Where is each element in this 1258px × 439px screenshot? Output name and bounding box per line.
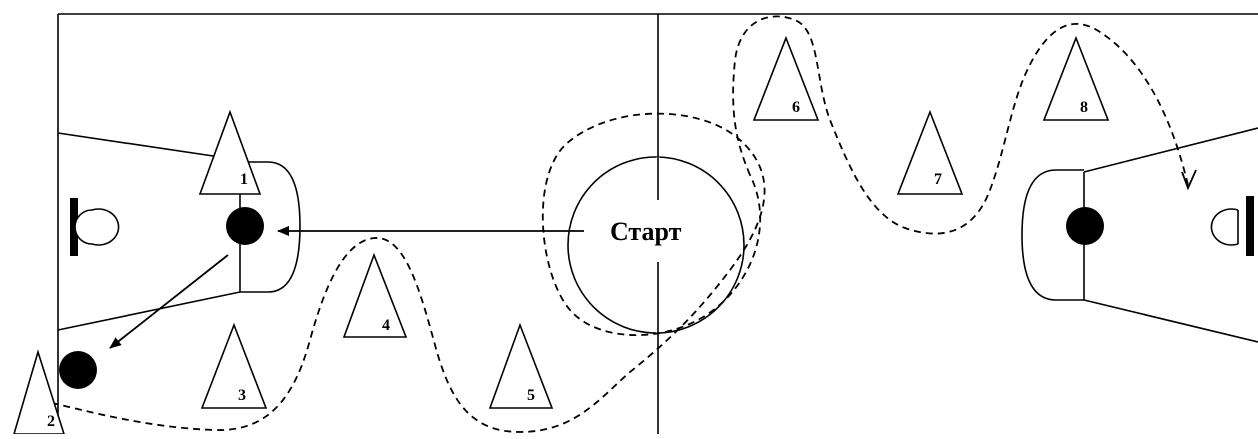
right-basket	[1210, 196, 1254, 256]
right-key	[1021, 127, 1258, 343]
start-label: Старт	[610, 217, 682, 246]
route-end-arrowhead	[1181, 169, 1197, 191]
cone-5-label: 5	[527, 387, 535, 404]
left-basket	[70, 198, 120, 256]
cone-3: 3	[200, 322, 268, 409]
cone-4: 4	[342, 252, 408, 338]
cone-1-label: 1	[240, 171, 248, 188]
cone-1: 1	[198, 109, 262, 195]
cone-8-label: 8	[1080, 99, 1088, 116]
cone-8: 8	[1042, 35, 1110, 121]
ball-left-key	[226, 207, 264, 245]
cone-2-label: 2	[47, 413, 55, 430]
ball-corner	[59, 351, 97, 389]
dribble-route-start-loop	[541, 112, 766, 336]
cone-4-label: 4	[382, 317, 390, 334]
cone-3-label: 3	[238, 387, 246, 404]
cone-7: 7	[896, 109, 964, 195]
dribble-route-right	[732, 15, 1189, 235]
cone-7-label: 7	[934, 171, 942, 188]
pass-arrow-to-corner	[109, 254, 229, 349]
dribble-route-left	[39, 237, 731, 433]
cone-6-label: 6	[792, 99, 800, 116]
cone-2: 2	[12, 349, 66, 435]
ball-right-key	[1066, 207, 1104, 245]
cone-6: 6	[752, 35, 820, 121]
cone-5: 5	[488, 322, 554, 409]
